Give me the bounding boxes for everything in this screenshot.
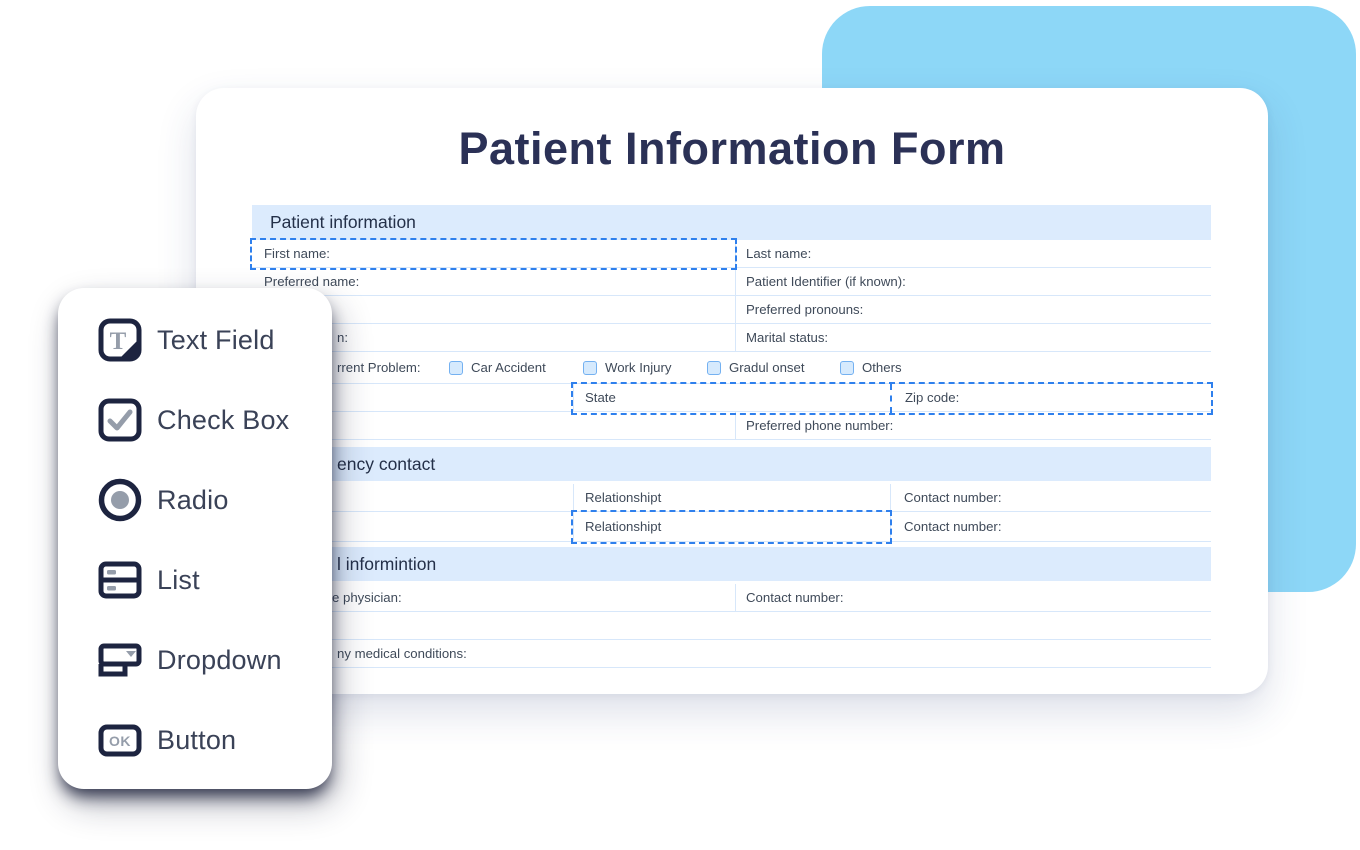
row-emergency-contact-2: Relationshipt Contact number: (252, 512, 1211, 542)
palette-item-label: Check Box (157, 404, 290, 435)
checkbox-car-accident[interactable]: Car Accident (449, 352, 546, 383)
checkbox-label: Car Accident (471, 360, 546, 375)
zip-code-field[interactable]: Zip code: (905, 390, 960, 405)
column-divider (735, 324, 736, 351)
radio-icon (98, 478, 142, 522)
physician-field[interactable]: e physician: (332, 590, 402, 605)
checkbox-work-injury[interactable]: Work Injury (583, 352, 671, 383)
palette-item-button[interactable]: OK Button (98, 718, 332, 762)
row-first-last-name: First name: Last name: (252, 240, 1211, 268)
current-problem-label: rrent Problem: (337, 360, 421, 375)
page-title: Patient Information Form (458, 123, 1006, 174)
medical-conditions-field[interactable]: ny medical conditions: (337, 646, 467, 661)
palette-item-label: Text Field (157, 324, 275, 355)
marital-status-field[interactable]: Marital status: (746, 330, 829, 345)
last-name-field[interactable]: Last name: (746, 246, 812, 261)
row-preferred-name-identifier: Preferred name: Patient Identifier (if k… (252, 268, 1211, 296)
patient-identifier-field[interactable]: Patient Identifier (if known): (746, 274, 906, 289)
palette-item-label: Radio (157, 484, 229, 515)
cell-divider (573, 512, 574, 541)
cell-divider (890, 484, 891, 511)
contact-number-field[interactable]: Contact number: (904, 519, 1002, 534)
selection-outline-state-zip[interactable] (571, 382, 1213, 415)
svg-text:OK: OK (109, 733, 131, 749)
contact-number-field[interactable]: Contact number: (904, 490, 1002, 505)
section-title: ency contact (337, 453, 436, 474)
patient-form-card: Patient Information Form Patient informa… (196, 88, 1268, 694)
checkbox-label: Work Injury (605, 360, 672, 375)
checkbox-gradul-onset[interactable]: Gradul onset (707, 352, 805, 383)
palette-item-label: Dropdown (157, 644, 282, 675)
palette-item-text-field[interactable]: T Text Field (98, 318, 332, 362)
component-palette: T Text Field Check Box Radio (58, 288, 332, 789)
physician-contact-field[interactable]: Contact number: (746, 590, 844, 605)
selection-outline-relationship[interactable] (571, 510, 892, 544)
checkbox-others[interactable]: Others (840, 352, 902, 383)
column-divider (735, 412, 736, 439)
column-divider (735, 268, 736, 295)
cell-divider (573, 484, 574, 511)
palette-item-radio[interactable]: Radio (98, 478, 332, 522)
cell-divider (573, 384, 574, 411)
hidden-left-field-fragment[interactable]: n: (337, 330, 348, 345)
state-field[interactable]: State (585, 390, 616, 405)
form-canvas: Patient information First name: Last nam… (250, 205, 1213, 668)
row-current-problem: rrent Problem: Car Accident Work Injury … (252, 352, 1211, 384)
column-divider (735, 296, 736, 323)
row-marital-status: n: Marital status: (252, 324, 1211, 352)
section-title: l informintion (337, 553, 437, 574)
row-physician: e physician: Contact number: (252, 584, 1211, 612)
preferred-pronouns-field[interactable]: Preferred pronouns: (746, 302, 864, 317)
row-preferred-pronouns: Preferred pronouns: (252, 296, 1211, 324)
palette-item-label: Button (157, 724, 237, 755)
svg-text:T: T (110, 328, 127, 355)
section-header-medical-information[interactable]: l informintion (252, 547, 1211, 581)
checkbox-label: Others (862, 360, 902, 375)
palette-item-label: List (157, 564, 200, 595)
preferred-name-field[interactable]: Preferred name: (264, 274, 360, 289)
text-field-icon: T (98, 318, 142, 362)
button-icon: OK (98, 718, 142, 762)
first-name-field[interactable]: First name: (264, 246, 330, 261)
palette-item-list[interactable]: List (98, 558, 332, 602)
checkbox-icon[interactable] (840, 360, 854, 375)
row-medical-conditions: ny medical conditions: (252, 640, 1211, 668)
section-header-emergency-contact[interactable]: ency contact (252, 447, 1211, 481)
palette-item-dropdown[interactable]: Dropdown (98, 638, 332, 682)
checkbox-icon[interactable] (583, 360, 597, 375)
list-icon (98, 558, 142, 602)
section-header-patient-information[interactable]: Patient information (252, 205, 1211, 240)
dropdown-icon (98, 638, 142, 682)
row-preferred-phone: Preferred phone number: (252, 412, 1211, 440)
checkbox-icon (98, 398, 142, 442)
relationship-field[interactable]: Relationshipt (585, 519, 662, 534)
palette-item-check-box[interactable]: Check Box (98, 398, 332, 442)
checkbox-label: Gradul onset (729, 360, 805, 375)
column-divider (735, 584, 736, 611)
row-state-zip: State Zip code: (252, 384, 1211, 412)
checkbox-icon[interactable] (449, 360, 463, 375)
section-title: Patient information (270, 212, 416, 232)
relationship-field[interactable]: Relationshipt (585, 490, 662, 505)
preferred-phone-field[interactable]: Preferred phone number: (746, 418, 894, 433)
selection-outline-first-name[interactable] (250, 238, 737, 270)
row-emergency-contact-1: Relationshipt Contact number: (252, 484, 1211, 512)
checkbox-icon[interactable] (707, 360, 721, 375)
row-empty[interactable] (252, 612, 1211, 640)
selection-inner-divider (890, 384, 892, 413)
